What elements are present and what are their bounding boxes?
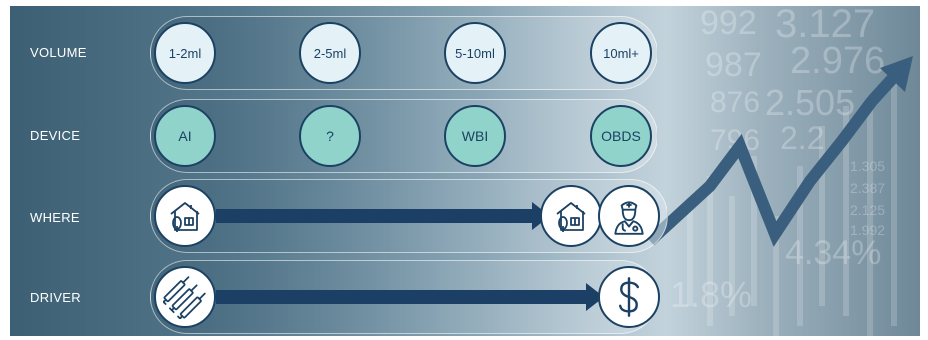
trend-arrow-head xyxy=(880,56,913,92)
driver-arrow-bar xyxy=(216,290,590,304)
row-label-where: WHERE xyxy=(30,210,80,225)
bg-number: 2.505 xyxy=(765,82,856,123)
device-bubble-2: ? xyxy=(299,105,361,167)
driver-end-circle xyxy=(598,266,660,328)
dollar-icon xyxy=(618,277,640,317)
bg-number: 2.2 xyxy=(780,120,825,156)
bg-number: 1.305 xyxy=(850,158,885,174)
volume-bubble-3: 5-10ml xyxy=(444,22,506,84)
bg-number: 4.34% xyxy=(785,234,882,272)
bg-number: 2.125 xyxy=(850,202,885,218)
device-track xyxy=(150,99,658,173)
background-trend-chart xyxy=(645,56,913,336)
where-end-circle-house xyxy=(540,185,602,247)
bg-number: 876 xyxy=(710,86,761,119)
diagram-panel: 992 3.127 987 2.976 876 2.505 796 2.2 1.… xyxy=(10,6,920,336)
syringes-icon xyxy=(163,276,206,319)
bg-number: 992 xyxy=(700,6,757,42)
house-icon xyxy=(170,202,200,232)
bg-number: 2.976 xyxy=(790,40,886,82)
volume-bubble-4: 10ml+ xyxy=(590,22,652,84)
device-bubble-3: WBI xyxy=(444,105,506,167)
device-bubble-4: OBDS xyxy=(590,105,652,167)
bg-number: 3.127 xyxy=(775,6,876,46)
trend-arrow-line xyxy=(645,63,907,247)
house-icon xyxy=(556,202,586,232)
where-end-circle-doctor xyxy=(598,185,660,247)
bg-number: 2.387 xyxy=(850,180,885,196)
row-label-volume: VOLUME xyxy=(30,45,87,60)
device-bubble-1: AI xyxy=(154,105,216,167)
volume-track xyxy=(150,16,658,90)
where-arrow-bar xyxy=(216,209,536,223)
driver-start-circle xyxy=(154,266,216,328)
bg-number: 1.992 xyxy=(850,222,885,238)
doctor-icon xyxy=(614,201,644,235)
bg-number: 987 xyxy=(705,46,762,84)
volume-bubble-1: 1-2ml xyxy=(154,22,216,84)
volume-bubble-2: 2-5ml xyxy=(299,22,361,84)
bg-number: 1.8% xyxy=(670,274,752,316)
row-label-device: DEVICE xyxy=(30,128,81,143)
row-label-driver: DRIVER xyxy=(30,290,81,305)
where-start-circle xyxy=(154,185,216,247)
